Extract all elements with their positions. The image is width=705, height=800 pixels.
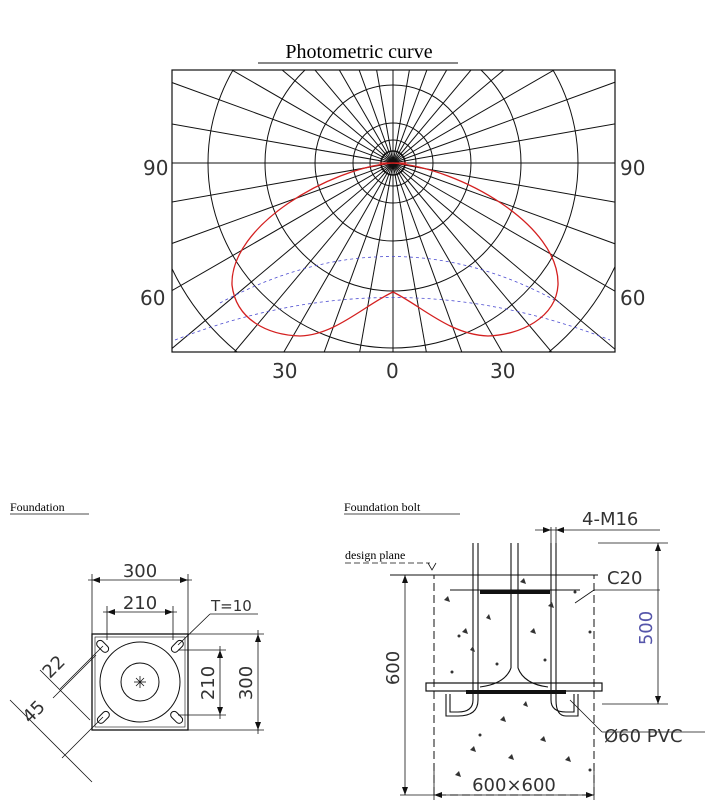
grid-spoke [359, 162, 394, 352]
thickness-label: T=10 [210, 597, 252, 615]
dim-210-side: 210 [198, 666, 219, 700]
pvc-label: Ø60 PVC [604, 726, 683, 747]
grid-spoke [392, 162, 615, 203]
dim-22: 22 [39, 652, 70, 683]
aggregate-marks [444, 578, 592, 777]
grid-spoke [392, 70, 556, 164]
bolt-title: Foundation bolt [344, 500, 421, 514]
grid-spoke [392, 162, 553, 352]
polar-grid [13, 0, 705, 543]
center-mark [134, 676, 146, 688]
label-30-left: 30 [272, 359, 297, 383]
grid-spoke [392, 81, 615, 164]
dim-300-side: 300 [236, 666, 257, 700]
label-30-right: 30 [490, 359, 515, 383]
grid-spoke [233, 162, 394, 352]
dimension-arrows-top [92, 577, 188, 615]
pvc-pipe [479, 543, 549, 688]
grid-spoke [392, 162, 463, 352]
grid-spoke [392, 162, 615, 245]
grid-spoke [392, 70, 410, 164]
grid-spoke [392, 162, 615, 292]
dim-45: 45 [19, 697, 50, 728]
grid-spoke [392, 70, 428, 164]
bolt-section: Foundation bolt design plane [344, 500, 705, 800]
dimension-arrows-right [217, 634, 261, 730]
grid-spoke [314, 70, 394, 164]
label-60-left: 60 [140, 286, 165, 310]
bolt-base-plate [425, 682, 603, 692]
outer-circle [99, 641, 181, 723]
bolt-spec-label: 4-M16 [582, 509, 638, 530]
grid-spoke [172, 162, 394, 203]
label-90-right: 90 [620, 156, 645, 180]
grid-spoke [376, 70, 394, 164]
label-0: 0 [386, 359, 399, 383]
pole-hole [120, 662, 160, 702]
dim-300-top: 300 [123, 561, 157, 582]
concrete-block [433, 574, 595, 796]
grid-spoke [392, 123, 615, 164]
concrete-grade-label: C20 [607, 568, 642, 589]
dimension-lines-top [88, 574, 192, 640]
photometric-title: Photometric curve [285, 41, 432, 63]
top-strip [480, 590, 550, 594]
depth-600-label: 600 [383, 651, 404, 685]
grid-spoke [172, 162, 394, 292]
grid-spoke [323, 162, 394, 352]
foundation-title: Foundation [10, 500, 65, 514]
grid-spoke [392, 162, 427, 352]
dimension-lines-right [178, 630, 264, 734]
grid-spoke [172, 82, 394, 164]
depth-500-label: 500 [636, 611, 657, 645]
grid-spoke [281, 70, 394, 164]
grid-spoke [358, 70, 394, 164]
label-60-right: 60 [620, 286, 645, 310]
foundation-section: Foundation [9, 500, 264, 783]
label-90-left: 90 [143, 156, 168, 180]
grid-spoke [338, 70, 394, 164]
grid-spoke [392, 70, 472, 164]
blue-dashed-reference [174, 256, 611, 341]
grid-spoke [230, 70, 394, 164]
grid-spoke [392, 70, 505, 164]
design-plane-label: design plane [345, 548, 405, 562]
dim-210-top: 210 [123, 593, 157, 614]
anchor-bolts [445, 543, 579, 717]
size-label: 600×600 [472, 775, 556, 796]
grid-spoke [392, 70, 448, 164]
grid-spoke [172, 123, 394, 164]
grid-spoke [172, 162, 394, 244]
photometric-section: Photometric curve 90 90 60 60 30 0 30 [13, 0, 705, 543]
base-plate [91, 633, 189, 731]
grid-spoke [392, 162, 615, 350]
grid-spoke [283, 162, 394, 352]
light-distribution-curve [231, 162, 559, 337]
grid-spoke [392, 162, 503, 352]
grid-ring [13, 0, 705, 543]
diagonal-dimensions [9, 645, 104, 783]
grid-spoke [172, 162, 394, 350]
